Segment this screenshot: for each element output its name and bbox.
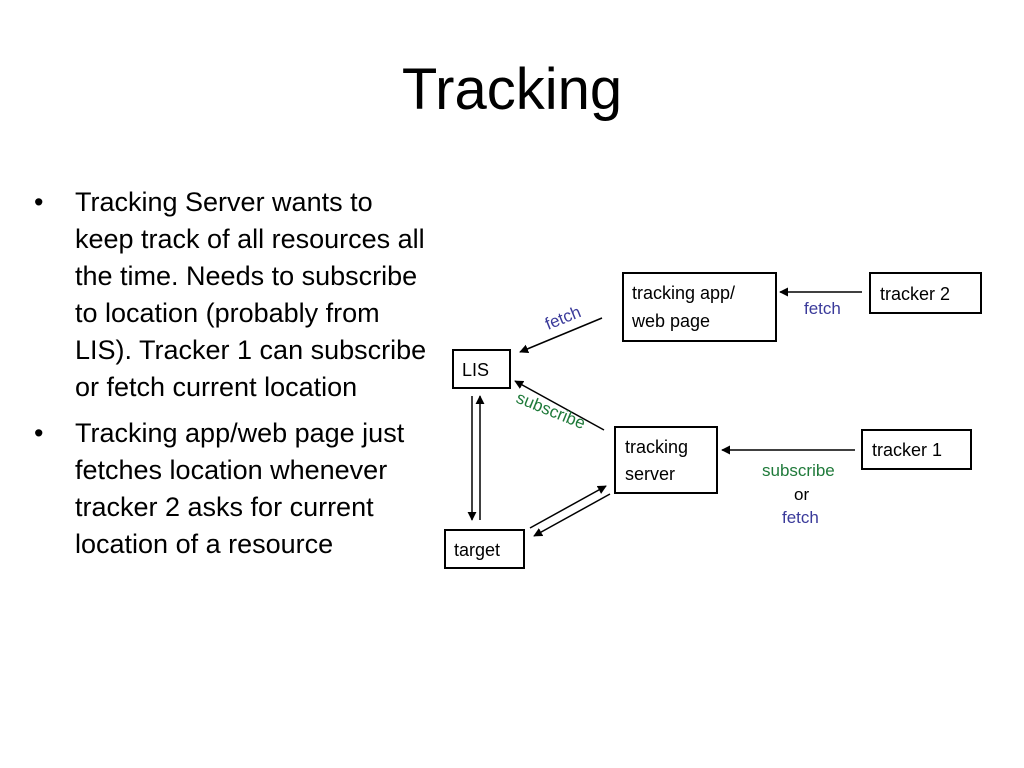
edge-server-to-target (533, 493, 611, 537)
node-target: target (444, 529, 525, 569)
node-target-label: target (454, 540, 500, 560)
edge-target-to-server (529, 485, 607, 529)
label-fetch-tracker1: fetch (782, 508, 819, 527)
label-subscribe-server-lis: subscribe (514, 388, 589, 433)
node-tracking-server-line1: tracking (625, 437, 688, 457)
bullet-text: Tracking app/web page just fetches locat… (75, 418, 405, 559)
bullet-glyph: • (34, 418, 44, 448)
node-tracker-1-label: tracker 1 (872, 440, 942, 460)
edge-app-to-lis (519, 317, 603, 354)
slide-title: Tracking (401, 57, 623, 122)
node-tracking-server-line2: server (625, 464, 675, 484)
node-tracker-2-label: tracker 2 (880, 284, 950, 304)
edge-server-to-lis (514, 380, 605, 431)
label-subscribe-tracker1: subscribe (762, 461, 835, 480)
bullet-glyph: • (34, 187, 44, 217)
label-fetch-tracker2: fetch (804, 299, 841, 318)
node-tracking-app-line2: web page (631, 311, 710, 331)
node-tracker-1: tracker 1 (861, 429, 972, 470)
bullet-item: • Tracking app/web page just fetches loc… (34, 415, 434, 563)
node-tracking-app-line1: tracking app/ (632, 283, 735, 303)
bullet-item: • Tracking Server wants to keep track of… (34, 184, 434, 406)
node-tracking-app: tracking app/ web page (622, 272, 777, 342)
node-lis-label: LIS (462, 360, 489, 380)
bullet-text: Tracking Server wants to keep track of a… (75, 187, 427, 402)
label-or-tracker1: or (794, 485, 809, 504)
label-fetch-app-lis: fetch (542, 302, 583, 333)
node-tracking-server: tracking server (614, 426, 718, 494)
node-lis: LIS (452, 349, 511, 389)
node-tracker-2: tracker 2 (869, 272, 982, 314)
bullet-list: • Tracking Server wants to keep track of… (34, 184, 434, 572)
